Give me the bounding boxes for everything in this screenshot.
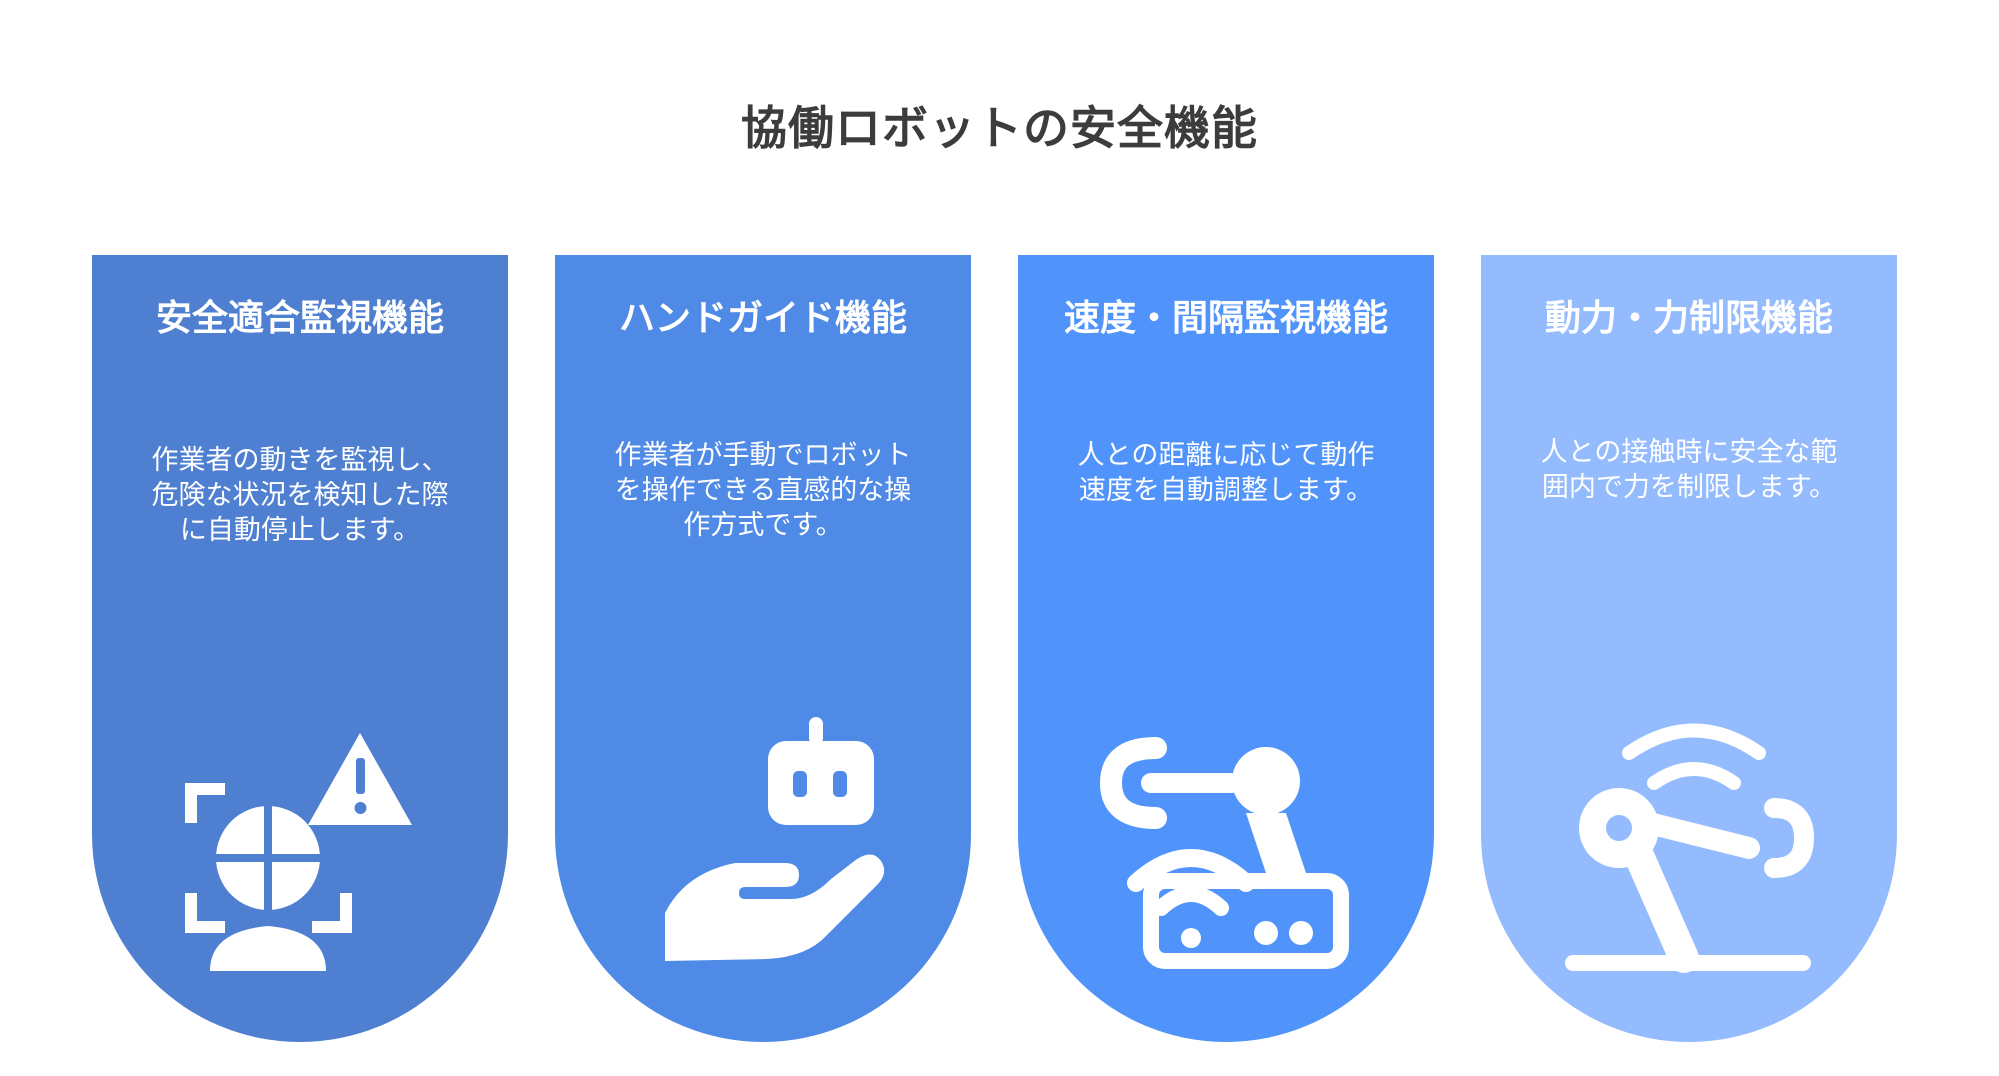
card-title: 速度・間隔監視機能 — [1063, 298, 1388, 339]
page-title: 協働ロボットの安全機能 — [741, 101, 1258, 155]
card-description: 作業者が手動でロボットを操作できる直感的な操作方式です。 — [614, 440, 912, 541]
card-description: 人との接触時に安全な範囲内で力を制限します。 — [1540, 437, 1838, 503]
feature-card-power-force-limit: 動力・力制限機能 人との接触時に安全な範囲内で力を制限します。 — [1481, 255, 1897, 1042]
robot-arm-signal-icon — [1096, 713, 1356, 973]
feature-card-speed-separation: 速度・間隔監視機能 人との距離に応じて動作速度を自動調整します。 — [1018, 255, 1434, 1042]
feature-card-safety-monitoring: 安全適合監視機能 作業者の動きを監視し、危険な状況を検知した際に自動停止します。 — [92, 255, 508, 1042]
monitor-warning-icon — [170, 713, 430, 973]
hand-robot-icon — [633, 713, 893, 973]
card-title: ハンドガイド機能 — [618, 298, 907, 339]
feature-card-hand-guide: ハンドガイド機能 作業者が手動でロボットを操作できる直感的な操作方式です。 — [555, 255, 971, 1042]
card-description: 人との距離に応じて動作速度を自動調整します。 — [1077, 440, 1375, 506]
card-title: 動力・力制限機能 — [1544, 298, 1833, 339]
industrial-arm-icon — [1559, 713, 1819, 973]
card-title: 安全適合監視機能 — [155, 298, 444, 339]
card-description: 作業者の動きを監視し、危険な状況を検知した際に自動停止します。 — [151, 445, 449, 546]
